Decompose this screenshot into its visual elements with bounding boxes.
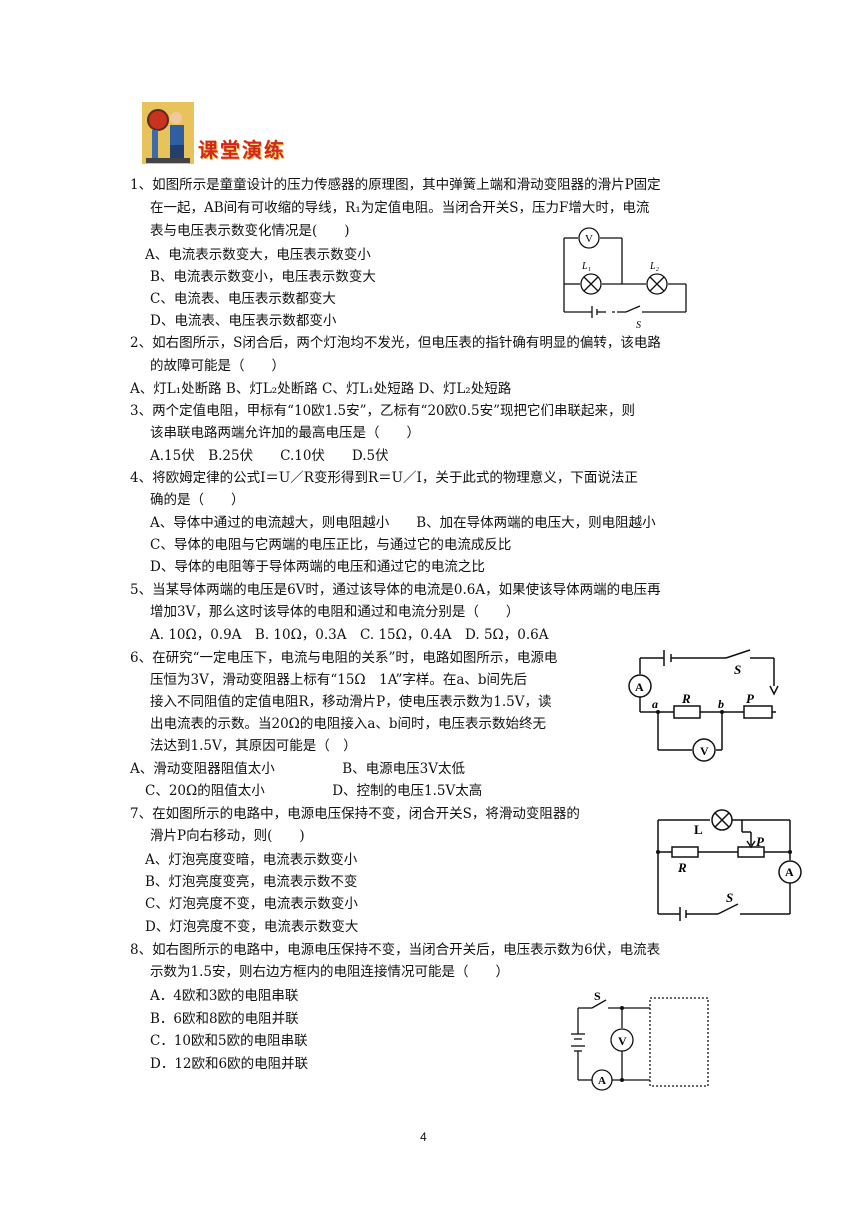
q1-line1: 1、如图所示是童童设计的压力传感器的原理图，其中弹簧上端和滑动变阻器的滑片P固定 [130,177,661,193]
q1-option-b: B、电流表示数变小，电压表示数变大 [150,269,376,285]
fig7-label-s: S [726,890,733,905]
fig6-label-v: V [700,744,709,758]
q5-line2: 增加3V，那么这时该导体的电阻和通过和电流分别是（ ） [150,604,520,620]
q8-option-c: C．10欧和5欧的电阻串联 [150,1033,308,1049]
fig6-label-point-b: b [718,697,724,711]
q8-option-b: B．6欧和8欧的电阻并联 [150,1011,299,1027]
q1-option-c: C、电流表、电压表示数都变大 [150,291,336,307]
worker-figure-icon [142,102,194,164]
unknown-resistor-box [649,997,709,1087]
resistor-r-icon [673,705,701,719]
circuit-figure-q2: V L₁ L₂ S [563,227,687,331]
circuit-figure-q7: L P R A S [656,809,802,921]
fig7-label-l: L [694,822,703,837]
rheostat-icon [743,705,773,719]
fig7-label-p: P [756,834,765,849]
q6-line3: 接入不同阻值的定值电阻R，移动滑片P，使电压表示数为1.5V，读 [150,694,552,710]
q3-line2: 该串联电路两端允许加的最高电压是（ ） [150,425,420,441]
q3-options: A.15伏 B.25伏 C.10伏 D.5伏 [150,448,389,464]
fig2-label-l1: L₁ [581,261,591,272]
q2-options: A、灯L₁处断路 B、灯L₂处断路 C、灯L₁处短路 D、灯L₂处短路 [130,381,512,397]
q3-line1: 3、两个定值电阻，甲标有“10欧1.5安”，乙标有“20欧0.5安”现把它们串联… [130,403,635,419]
q6-options-ab: A、滑动变阻器阻值太小 B、电源电压3V太低 [130,761,466,777]
q6-line2: 压恒为3V，滑动变阻器上标有“15Ω 1A”字样。在a、b间先后 [150,672,528,688]
section-title: 课堂演练 [198,138,286,162]
q7-line1: 7、在如图所示的电路中，电源电压保持不变，闭合开关S，将滑动变阻器的 [130,806,580,822]
q7-line2: 滑片P向右移动，则( ) [150,828,305,844]
fig2-label-l2: L₂ [649,261,660,272]
circuit-figure-q8: S V A [571,990,709,1091]
voltmeter-icon [692,738,716,762]
q6-line1: 6、在研究“一定电压下，电流与电阻的关系”时，电路如图所示，电源电 [130,650,558,666]
q6-line4: 出电流表的示数。当20Ω的电阻接入a、b间时，电压表示数始终无 [150,716,547,732]
q8-line2: 示数为1.5安，则右边方框内的电阻连接情况可能是（ ） [150,964,509,980]
fig8-label-s: S [594,990,601,1003]
section-logo: 课堂演练 [140,100,300,170]
q1-line3: 表与电压表示数变化情况是( ) [150,223,350,239]
q1-option-a: A、电流表示数变大，电压表示数变小 [145,247,371,263]
q4-option-d: D、导体的电阻等于导体两端的电压和通过它的电流之比 [150,559,485,575]
fig2-label-v: V [585,233,593,245]
q7-option-c: C、灯泡亮度不变，电流表示数变小 [145,896,358,912]
q2-line2: 的故障可能是（ ） [150,358,285,374]
fig8-label-a: A [598,1075,606,1087]
q4-option-c: C、导体的电阻与它两端的电压正比，与通过它的电流成反比 [150,537,512,553]
q6-line5: 法达到1.5V，其原因可能是（ ） [150,738,357,754]
q8-option-a: A．4欧和3欧的电阻串联 [150,988,299,1004]
q5-line1: 5、当某导体两端的电压是6V时，通过该导体的电流是0.6A，如果使该导体两端的电… [130,582,661,598]
q1-option-d: D、电流表、电压表示数都变小 [150,313,337,329]
q1-line2: 在一起，AB间有可收缩的导线，R₁为定值电阻。当闭合开关S，压力F增大时，电流 [150,200,650,216]
fig6-label-point-a: a [652,697,658,711]
fig2-label-s: S [636,320,641,331]
resistor-r-icon [671,846,699,858]
q2-line1: 2、如右图所示，S闭合后，两个灯泡均不发光，但电压表的指针确有明显的偏转，该电路 [130,335,661,351]
fig6-label-s: S [734,662,741,677]
fig7-label-r: R [677,860,687,875]
circuit-figure-q6: A S R P a b V [628,649,779,762]
q7-option-d: D、灯泡亮度不变，电流表示数变大 [145,919,359,935]
fig6-label-a: A [635,680,644,694]
q5-options: A. 10Ω，0.9A B. 10Ω，0.3A C. 15Ω，0.4A D. 5… [150,627,549,643]
page-number: 4 [420,1130,427,1144]
q6-options-cd: C、20Ω的阻值太小 D、控制的电压1.5V太高 [145,783,483,799]
q4-line2: 确的是（ ） [150,492,245,508]
fig6-label-p: P [746,691,755,706]
q4-line1: 4、将欧姆定律的公式I＝U／R变形得到R＝U／I，关于此式的物理意义，下面说法正 [130,470,638,486]
lamp-l1-icon [580,273,602,295]
fig6-label-r: R [681,691,691,706]
fig8-label-v: V [618,1034,627,1048]
q7-option-b: B、灯泡亮度变亮，电流表示数不变 [145,874,358,890]
q7-option-a: A、灯泡亮度变暗，电流表示数变小 [145,852,358,868]
fig7-label-a: A [785,865,794,879]
q4-options-ab: A、导体中通过的电流越大，则电阻越小 B、加在导体两端的电压大，则电阻越小 [150,515,656,531]
lamp-l2-icon [646,273,668,295]
q8-line1: 8、如右图所示的电路中，电源电压保持不变，当闭合开关后，电压表示数为6伏，电流表 [130,942,661,958]
q8-option-d: D．12欧和6欧的电阻并联 [150,1056,309,1072]
voltmeter-icon [578,227,600,249]
